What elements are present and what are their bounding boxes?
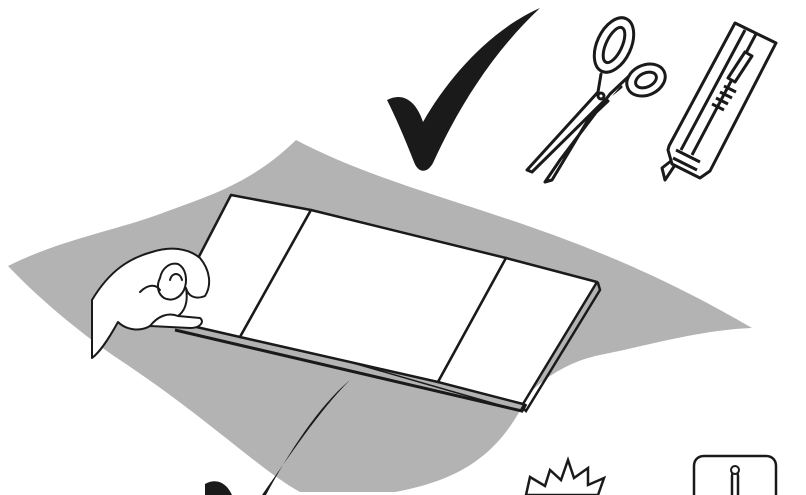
- hand-drawing: [91, 247, 211, 359]
- scissors-icon: [525, 16, 667, 184]
- warning-panel-icon: [692, 454, 778, 495]
- folded-card: [164, 193, 599, 406]
- starburst-warning-icon: [524, 456, 607, 495]
- utility-knife-icon: [660, 21, 778, 182]
- checkmark-icon: [205, 380, 350, 495]
- checkmark-icon: [387, 8, 540, 171]
